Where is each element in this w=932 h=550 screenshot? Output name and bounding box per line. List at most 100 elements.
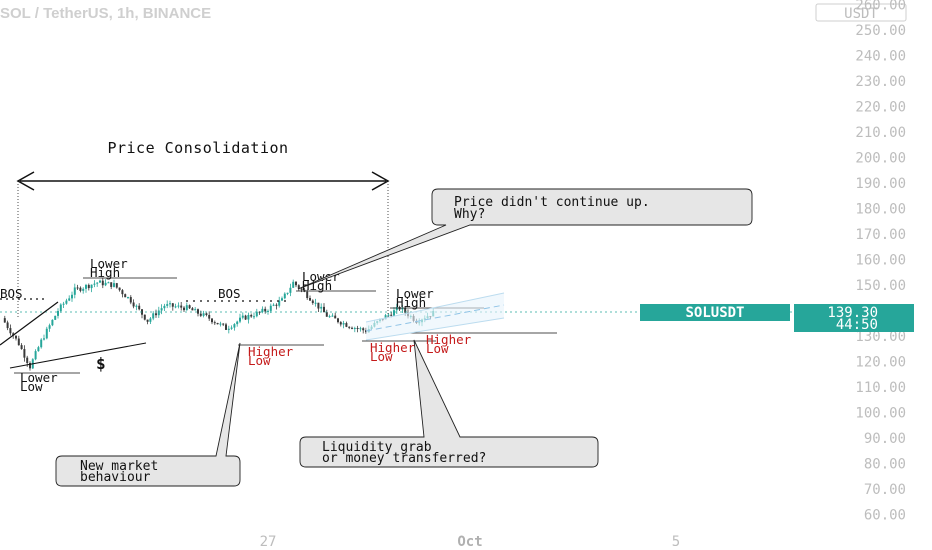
candle <box>286 292 289 296</box>
candle-body <box>306 291 309 299</box>
candle <box>124 293 127 298</box>
candle <box>258 311 261 315</box>
candle-body <box>342 323 345 325</box>
candle-body <box>152 313 155 319</box>
candle-body <box>104 282 107 286</box>
candle <box>129 295 132 305</box>
candle-body <box>275 304 278 306</box>
callout-price-continue[interactable]: Price didn't continue up. Why? <box>297 188 753 290</box>
candle-body <box>180 305 183 308</box>
candle <box>185 302 188 311</box>
candle-body <box>230 327 233 329</box>
candle <box>138 303 141 311</box>
candle <box>93 280 96 288</box>
symbol-tag[interactable] <box>640 304 790 321</box>
candle <box>197 308 199 317</box>
candle-body <box>359 328 362 330</box>
candle-body <box>328 316 331 318</box>
callout-new-market[interactable]: New market behaviour <box>55 342 241 487</box>
candle-body <box>244 315 247 320</box>
candle <box>157 306 160 318</box>
candle-body <box>132 302 135 307</box>
candle <box>87 283 90 291</box>
candle <box>188 304 191 310</box>
candle-body <box>15 335 17 339</box>
candle-body <box>37 347 40 352</box>
breakout-trend-line <box>0 301 59 346</box>
candle <box>43 334 45 341</box>
candle-body <box>149 318 152 322</box>
candle <box>17 335 20 346</box>
lower-low-l1: Lower <box>20 370 58 385</box>
candle <box>20 343 23 350</box>
candle <box>213 320 216 326</box>
candle-body <box>65 300 68 304</box>
candle-body <box>157 310 160 316</box>
candle-body <box>202 313 205 316</box>
candle-body <box>29 362 31 369</box>
candle <box>132 299 135 309</box>
candle-body <box>227 328 230 330</box>
candle-body <box>393 310 395 316</box>
x-tick-label: Oct <box>457 534 482 550</box>
candle-body <box>9 328 12 334</box>
candle <box>71 291 73 302</box>
y-tick-label: 110.00 <box>855 380 906 396</box>
candle-body <box>43 338 45 340</box>
candle-body <box>113 283 115 287</box>
candle <box>59 303 62 313</box>
candle <box>225 322 227 331</box>
candle-body <box>96 282 99 284</box>
candle <box>6 320 9 331</box>
candle <box>90 284 93 293</box>
x-tick-label: 27 <box>260 534 277 550</box>
candle <box>281 296 283 301</box>
currency-badge[interactable] <box>815 3 907 22</box>
candle-body <box>395 307 398 311</box>
candle <box>292 279 295 288</box>
candle <box>135 304 138 311</box>
y-tick-label: 190.00 <box>855 176 906 192</box>
last-price-badge[interactable] <box>794 304 914 332</box>
candle-body <box>211 318 213 323</box>
candle-body <box>115 283 118 288</box>
candle-body <box>26 357 29 363</box>
y-tick-label: 220.00 <box>855 100 906 116</box>
dollar-sign: $ <box>96 354 106 373</box>
candle-body <box>6 322 9 329</box>
bos-label-1: BOS <box>0 286 23 301</box>
candle <box>171 302 174 311</box>
candle-body <box>138 305 141 310</box>
candle <box>269 303 272 314</box>
candle-body <box>12 333 15 336</box>
candle <box>54 315 57 321</box>
y-tick-label: 230.00 <box>855 74 906 90</box>
candle <box>359 326 362 332</box>
candle-body <box>107 282 110 284</box>
candle <box>205 312 208 317</box>
candle-body <box>353 327 356 329</box>
candle <box>23 345 26 362</box>
lower-high-3-l2: High <box>396 295 426 310</box>
candle <box>211 317 213 325</box>
candle-body <box>76 287 79 289</box>
candle <box>236 320 239 327</box>
y-tick-label: 180.00 <box>855 202 906 218</box>
candle-body <box>169 303 171 305</box>
higher-low-2-l1: Higher <box>370 340 416 355</box>
callout-liquidity[interactable]: Liquidity grab or money transferred? <box>299 339 599 468</box>
candle-body <box>143 314 146 320</box>
candle-body <box>85 284 87 289</box>
candle-body <box>337 318 339 323</box>
higher-low-3-l1: Higher <box>426 332 472 347</box>
channel-lower <box>365 317 505 341</box>
candle <box>244 314 247 321</box>
candle-body <box>219 323 222 325</box>
y-tick-label: 240.00 <box>855 49 906 65</box>
candle <box>37 345 40 352</box>
candle-body <box>121 290 124 295</box>
candle <box>202 310 205 318</box>
y-tick-label: 250.00 <box>855 23 906 39</box>
candle <box>110 282 113 290</box>
